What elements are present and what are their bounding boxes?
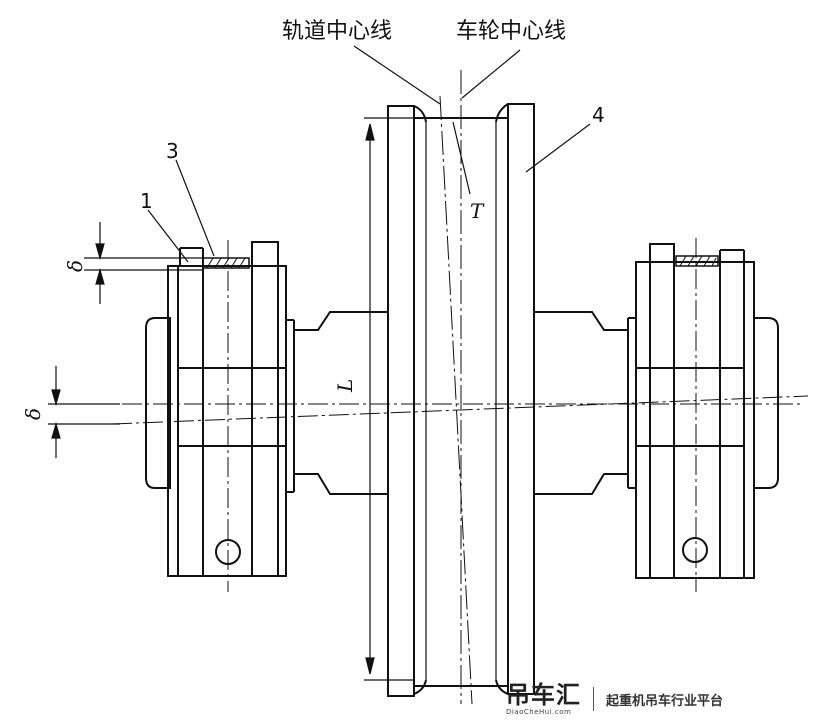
watermark-tagline: 起重机吊车行业平台 bbox=[606, 693, 724, 709]
watermark-domain: DiaoCheHui.com bbox=[506, 707, 572, 716]
track-centerline-label: 轨道中心线 bbox=[282, 19, 392, 44]
watermark: 吊车汇 DiaoCheHui.com 起重机吊车行业平台 bbox=[506, 680, 723, 718]
wheel-centerline-label: 车轮中心线 bbox=[456, 19, 566, 44]
part-number-3: 3 bbox=[166, 139, 179, 163]
right-bearing-housing bbox=[627, 243, 779, 579]
dimension-L bbox=[364, 117, 414, 681]
left-shim bbox=[202, 257, 250, 269]
symbol-L: L bbox=[333, 379, 357, 393]
watermark-brand-block: 吊车汇 DiaoCheHui.com bbox=[506, 683, 581, 716]
left-bearing-housing bbox=[145, 241, 295, 577]
right-shim bbox=[675, 255, 719, 267]
symbol-T: T bbox=[470, 199, 485, 223]
axle-left bbox=[294, 311, 388, 495]
dimension-delta-mid bbox=[48, 366, 120, 458]
axle-right bbox=[534, 311, 628, 495]
part-number-4: 4 bbox=[592, 103, 605, 127]
symbol-delta-top: δ bbox=[63, 260, 87, 272]
watermark-brand: 吊车汇 bbox=[506, 680, 581, 709]
dimension-delta-top bbox=[84, 222, 203, 304]
leader-lines bbox=[147, 45, 591, 263]
watermark-divider bbox=[593, 687, 594, 711]
center-lines bbox=[60, 70, 809, 705]
part-number-1: 1 bbox=[140, 189, 153, 213]
symbol-delta-mid: δ bbox=[21, 408, 45, 420]
wheel bbox=[387, 103, 535, 697]
